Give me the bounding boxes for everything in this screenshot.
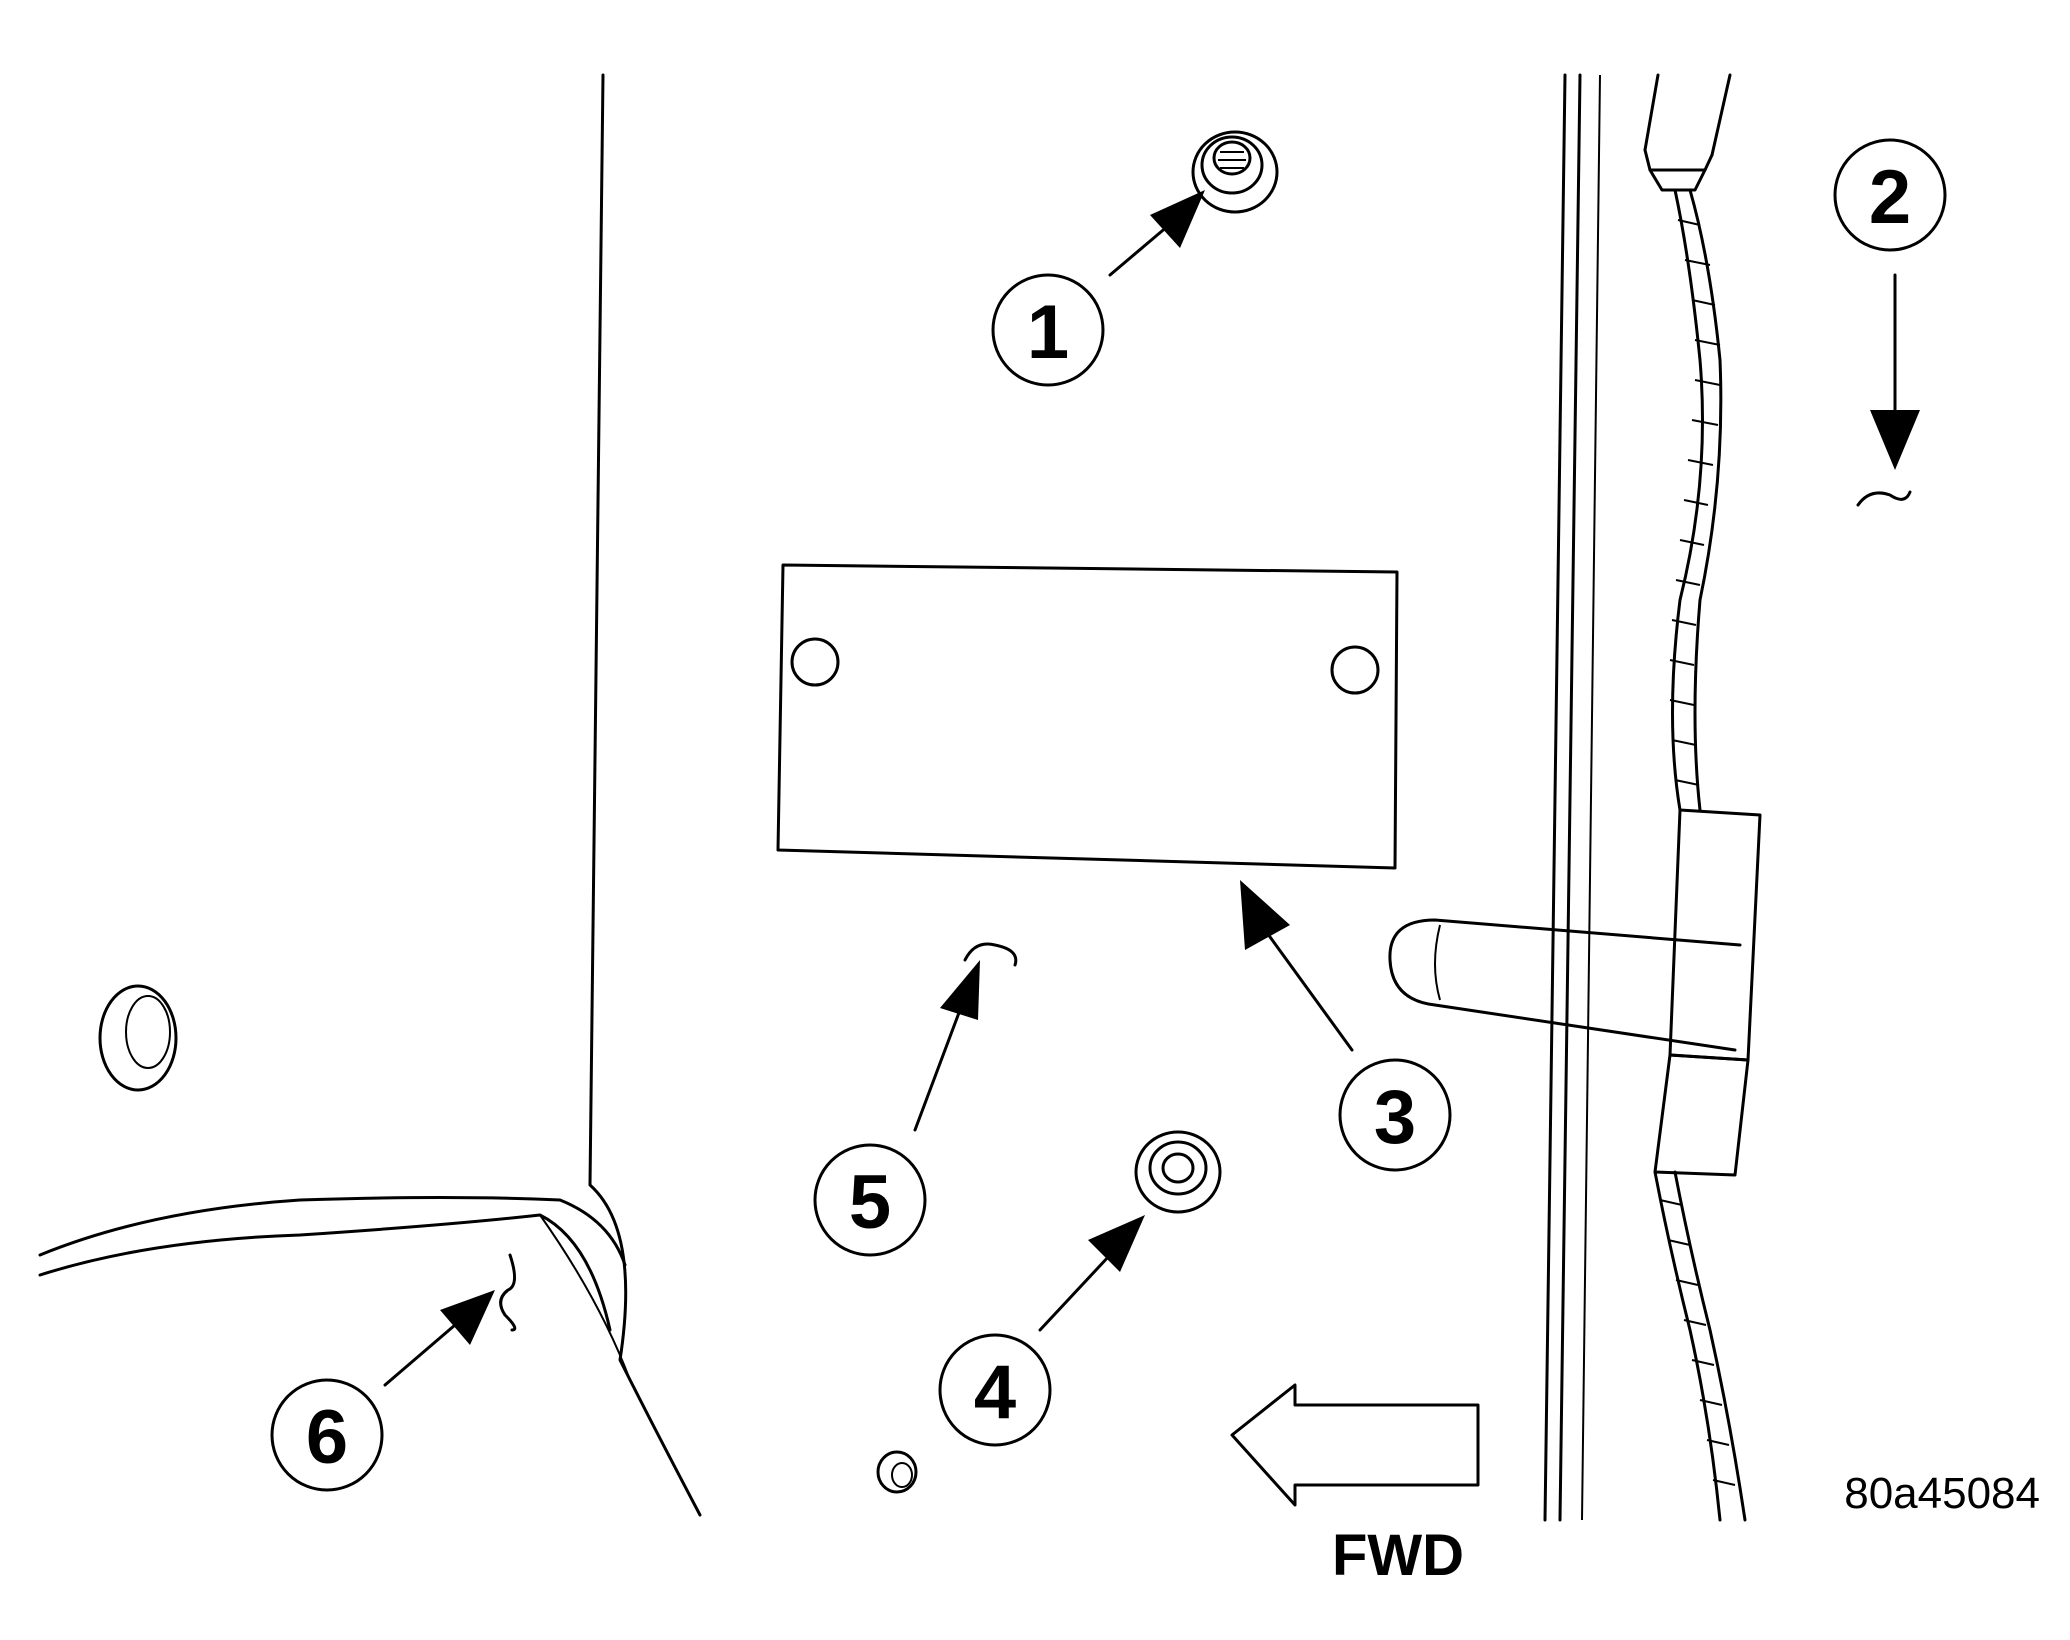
callout-5-label: 5 [849,1160,891,1245]
door-frame [1543,73,1601,1522]
callout-1: 1 [991,273,1105,387]
forward-label: FWD [1332,1523,1464,1588]
callout-arrow-6 [383,1290,495,1387]
callout-arrow-3 [1240,880,1354,1052]
callout-2-label: 2 [1869,155,1911,240]
callout-4: 4 [938,1333,1052,1447]
body-plug [98,984,178,1092]
lower-grommet [1134,1130,1222,1214]
figure-code: 80a45084 [1844,1469,2040,1518]
callout-arrow-1 [1108,190,1205,277]
carpet-edge-outer [38,1196,627,1267]
fastener-hook-5 [963,942,1018,967]
trim-clip [1388,918,1742,1052]
callout-arrow-4 [1038,1215,1145,1332]
callout-3: 3 [1338,1058,1452,1172]
callout-arrow-5 [913,960,980,1132]
door-panel-edge [588,73,702,1517]
small-hole [876,1450,918,1494]
forward-direction-arrow [1230,1383,1480,1507]
fastener-hook-2 [1856,490,1912,507]
callout-arrow-2 [1870,273,1920,470]
callout-5: 5 [813,1143,927,1257]
carpet-fold [539,1214,631,1381]
callout-1-label: 1 [1027,290,1069,375]
callout-2: 2 [1833,138,1947,252]
top-grommet [1191,130,1279,214]
fastener-hook-6 [499,1253,517,1332]
callout-4-label: 4 [974,1350,1016,1435]
callout-6: 6 [270,1378,384,1492]
callout-3-label: 3 [1374,1075,1416,1160]
callout-6-label: 6 [306,1395,348,1480]
mounting-plate [776,563,1399,870]
carpet-edge-inner [38,1213,612,1332]
wiring-harness [1643,73,1762,1522]
